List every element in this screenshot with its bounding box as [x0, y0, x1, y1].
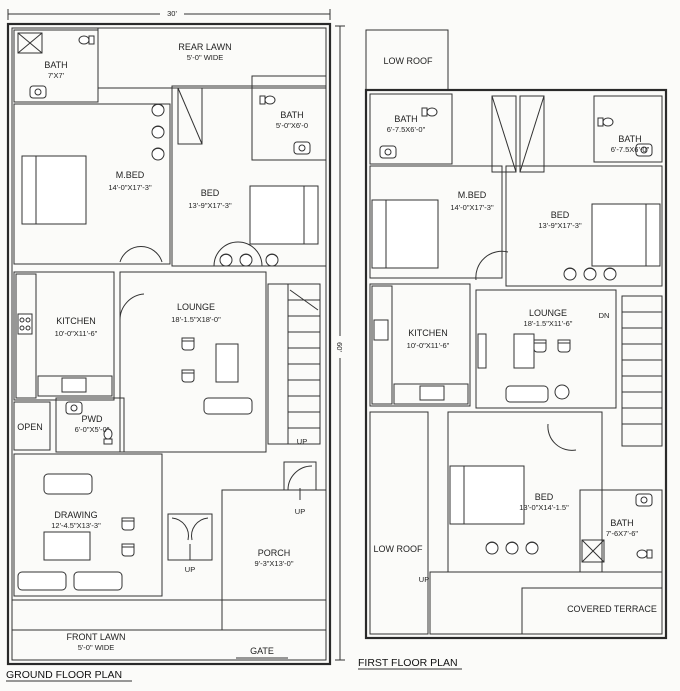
first-bedroom: BED 13'-9"X17'-3" — [505, 165, 663, 287]
ground-porch-size: 9'-3"X13'-0" — [254, 559, 293, 568]
first-bed2-label: BED — [535, 492, 554, 502]
depth-dimension: 60' — [333, 25, 347, 661]
first-terrace-zone — [429, 571, 663, 635]
first-kitchen-label: KITCHEN — [408, 328, 448, 338]
ground-floor-title: GROUND FLOOR PLAN — [6, 669, 122, 681]
first-bath3-size: 7'-6X7'-6" — [606, 529, 639, 538]
ground-front-lawn-label: FRONT LAWN — [66, 632, 125, 642]
first-bath-left-size: 6'-7.5X6'-0" — [387, 125, 426, 134]
first-bath-left: BATH 6'-7.5X6'-0" — [369, 93, 453, 165]
depth-label: 60' — [335, 342, 344, 352]
first-outer-wall — [364, 88, 668, 640]
ground-floor-plan: 30' 60' REAR LAWN 5'-0" WIDE BATH 7'X7' — [6, 6, 347, 682]
first-bed2-size: 13'-0"X14'-1.5" — [519, 503, 569, 512]
ground-lounge-label: LOUNGE — [177, 302, 215, 312]
first-up-label: UP — [419, 575, 429, 584]
ground-gate-label: GATE — [250, 646, 274, 656]
first-bed-label: BED — [551, 210, 570, 220]
first-floor-plan: LOW ROOF BATH 6'-7.5X6'-0" BATH 6'-7.5X6… — [358, 29, 668, 670]
first-bed-size: 13'-9"X17'-3" — [538, 221, 582, 230]
first-bath-right-label: BATH — [618, 134, 641, 144]
first-staircase: DN — [599, 295, 663, 447]
rear-lawn-size: 5'-0" WIDE — [187, 53, 224, 62]
ground-master-bedroom: M.BED 14'-0"X17'-3" — [13, 103, 171, 265]
ground-bath-right-size: 5'-0"X6'-0 — [276, 121, 308, 130]
first-bath3-label: BATH — [610, 518, 633, 528]
ground-porch: UP PORCH 9'-3"X13'-0" — [221, 461, 327, 631]
first-floor-title: FIRST FLOOR PLAN — [358, 657, 458, 669]
ground-drawing-size: 12'-4.5"X13'-3" — [51, 521, 101, 530]
ground-bedroom: BED 13'-9"X17'-3" — [171, 85, 327, 267]
ground-up-label-2: UP — [185, 565, 195, 574]
ground-bath-left-label: BATH — [44, 60, 67, 70]
ground-drawing-label: DRAWING — [54, 510, 97, 520]
first-bath-right: BATH 6'-7.5X6'-0" — [593, 95, 663, 163]
ground-bath-right: BATH 5'-0"X6'-0 — [251, 75, 327, 161]
ground-pwd-size: 6'-0"X5'-0" — [75, 425, 110, 434]
width-dimension: 30' — [7, 6, 331, 20]
first-low-roof-top-label: LOW ROOF — [384, 56, 434, 66]
first-mbed-size: 14'-0"X17'-3" — [450, 203, 494, 212]
first-bath-right-size: 6'-7.5X6'-0" — [611, 145, 650, 154]
ground-pwd: PWD 6'-0"X5'-0" — [55, 397, 125, 453]
first-mbed-label: M.BED — [458, 190, 487, 200]
ground-pwd-label: PWD — [82, 414, 103, 424]
ground-bath-left-size: 7'X7' — [48, 71, 65, 80]
ground-up-label-1: UP — [297, 437, 307, 446]
ground-bath-left: BATH 7'X7' — [13, 29, 99, 103]
ground-bed-label: BED — [201, 188, 220, 198]
ground-staircase: UP — [267, 283, 321, 446]
ground-drawing-room: DRAWING 12'-4.5"X13'-3" — [13, 453, 163, 597]
ground-porch-label: PORCH — [258, 548, 291, 558]
ground-outer-wall — [6, 22, 332, 666]
ground-kitchen-label: KITCHEN — [56, 316, 96, 326]
first-covered-terrace-label: COVERED TERRACE — [567, 604, 657, 614]
ground-kitchen-size: 10'-0"X11'-6" — [55, 329, 98, 338]
ground-open-label: OPEN — [17, 422, 43, 432]
first-low-roof-bottom-label: LOW ROOF — [374, 544, 424, 554]
ground-front-lawn — [11, 599, 327, 631]
ground-lounge-size: 18'-1.5"X18'-0" — [171, 315, 221, 324]
width-label: 30' — [167, 9, 177, 18]
rear-lawn-label: REAR LAWN — [178, 42, 231, 52]
first-master-bedroom: M.BED 14'-0"X17'-3" — [369, 165, 509, 281]
ground-mbed-label: M.BED — [116, 170, 145, 180]
ground-bed-size: 13'-9"X17'-3" — [188, 201, 232, 210]
ground-up-label-3: UP — [295, 507, 305, 516]
first-bath-3: BATH 7'-6X7'-6" — [579, 489, 663, 573]
ground-lounge: LOUNGE 18'-1.5"X18'-0" — [119, 271, 267, 453]
first-lounge: LOUNGE 18'-1.5"X11'-6" — [475, 289, 617, 409]
ground-kitchen: KITCHEN 10'-0"X11'-6" — [13, 271, 115, 401]
first-bath-left-label: BATH — [394, 114, 417, 124]
first-covered-terrace — [521, 587, 663, 635]
first-lounge-size: 18'-1.5"X11'-6" — [524, 319, 573, 328]
first-bedroom-2: BED 13'-0"X14'-1.5" — [447, 411, 603, 573]
first-kitchen: KITCHEN 10'-0"X11'-6" — [369, 283, 471, 407]
ground-bath-right-label: BATH — [280, 110, 303, 120]
ground-front-lawn-size: 5'-0" WIDE — [78, 643, 115, 652]
ground-mbed-size: 14'-0"X17'-3" — [108, 183, 152, 192]
ground-open-area — [13, 401, 51, 451]
first-wardrobe-right — [519, 95, 545, 173]
ground-entrance-doors: UP — [167, 513, 213, 574]
first-lounge-label: LOUNGE — [529, 308, 567, 318]
first-kitchen-size: 10'-0"X11'-6" — [407, 341, 450, 350]
first-wardrobe-left — [491, 95, 517, 173]
first-dn-label: DN — [599, 311, 610, 320]
first-low-roof-bottom — [369, 411, 429, 635]
ground-wardrobe — [177, 87, 203, 145]
